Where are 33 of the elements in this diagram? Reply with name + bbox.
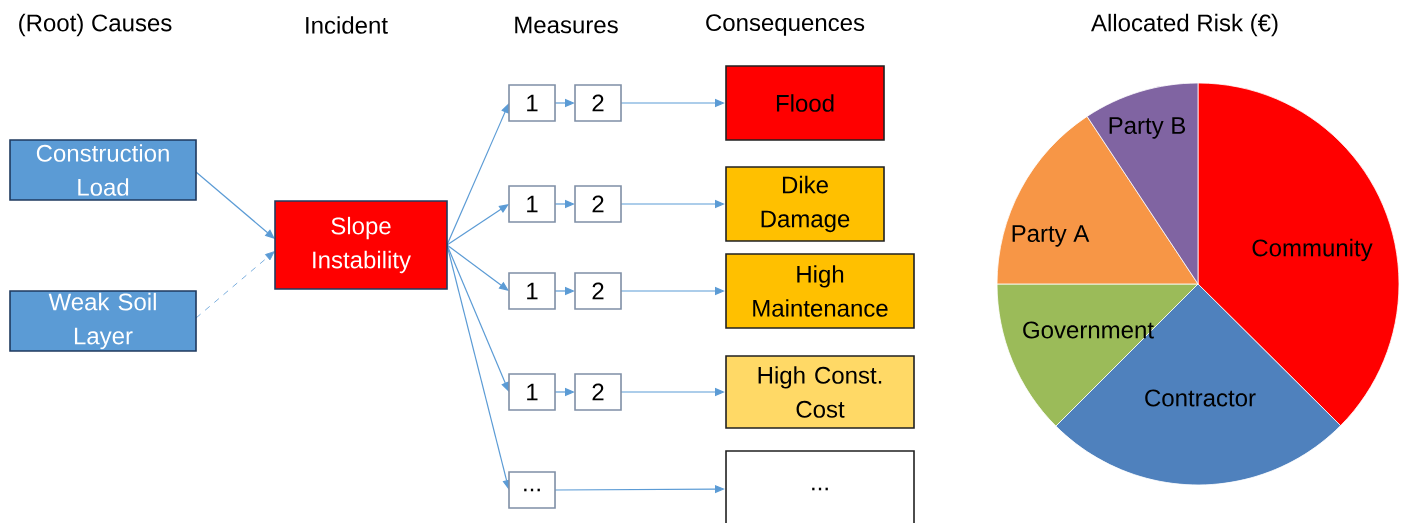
arrow	[446, 244, 509, 392]
measure-box: 2	[574, 373, 622, 411]
slice-label: Community	[1252, 238, 1373, 262]
arrow	[446, 244, 509, 291]
column-heading: Consequences	[706, 14, 865, 36]
arrow	[446, 103, 509, 246]
arrow	[195, 171, 275, 239]
consequence-box: High Const. Cost	[725, 355, 915, 429]
arrow	[195, 251, 275, 319]
consequence-box: Dike Damage	[725, 166, 885, 242]
column-heading: Measures	[515, 16, 618, 34]
measure-box: 2	[574, 84, 622, 122]
consequence-box: High Maintenance	[725, 253, 915, 329]
measure-box: 1	[508, 185, 556, 223]
measure-box: 2	[574, 185, 622, 223]
column-heading: Incident	[306, 16, 388, 34]
slice-label: Party A	[1012, 225, 1090, 247]
measure-box: 1	[508, 272, 556, 310]
incident-box: Slope Instability	[274, 200, 448, 290]
slice-label: Party B	[1109, 117, 1186, 139]
arrow	[446, 204, 509, 246]
column-heading: (Root) Causes	[19, 13, 172, 37]
cause-box: Weak Soil Layer	[9, 290, 197, 352]
consequence-box: ...	[725, 450, 915, 523]
measure-box: 1	[508, 84, 556, 122]
consequence-box: Flood	[725, 65, 885, 141]
slice-label: Government	[1023, 321, 1154, 339]
measure-box: 1	[508, 373, 556, 411]
slice-label: Contractor	[1145, 389, 1256, 407]
cause-box: Construction Load	[9, 139, 197, 201]
measure-box: 2	[574, 272, 622, 310]
measure-box: ...	[508, 471, 556, 509]
column-heading: Allocated Risk (€)	[1091, 13, 1278, 37]
